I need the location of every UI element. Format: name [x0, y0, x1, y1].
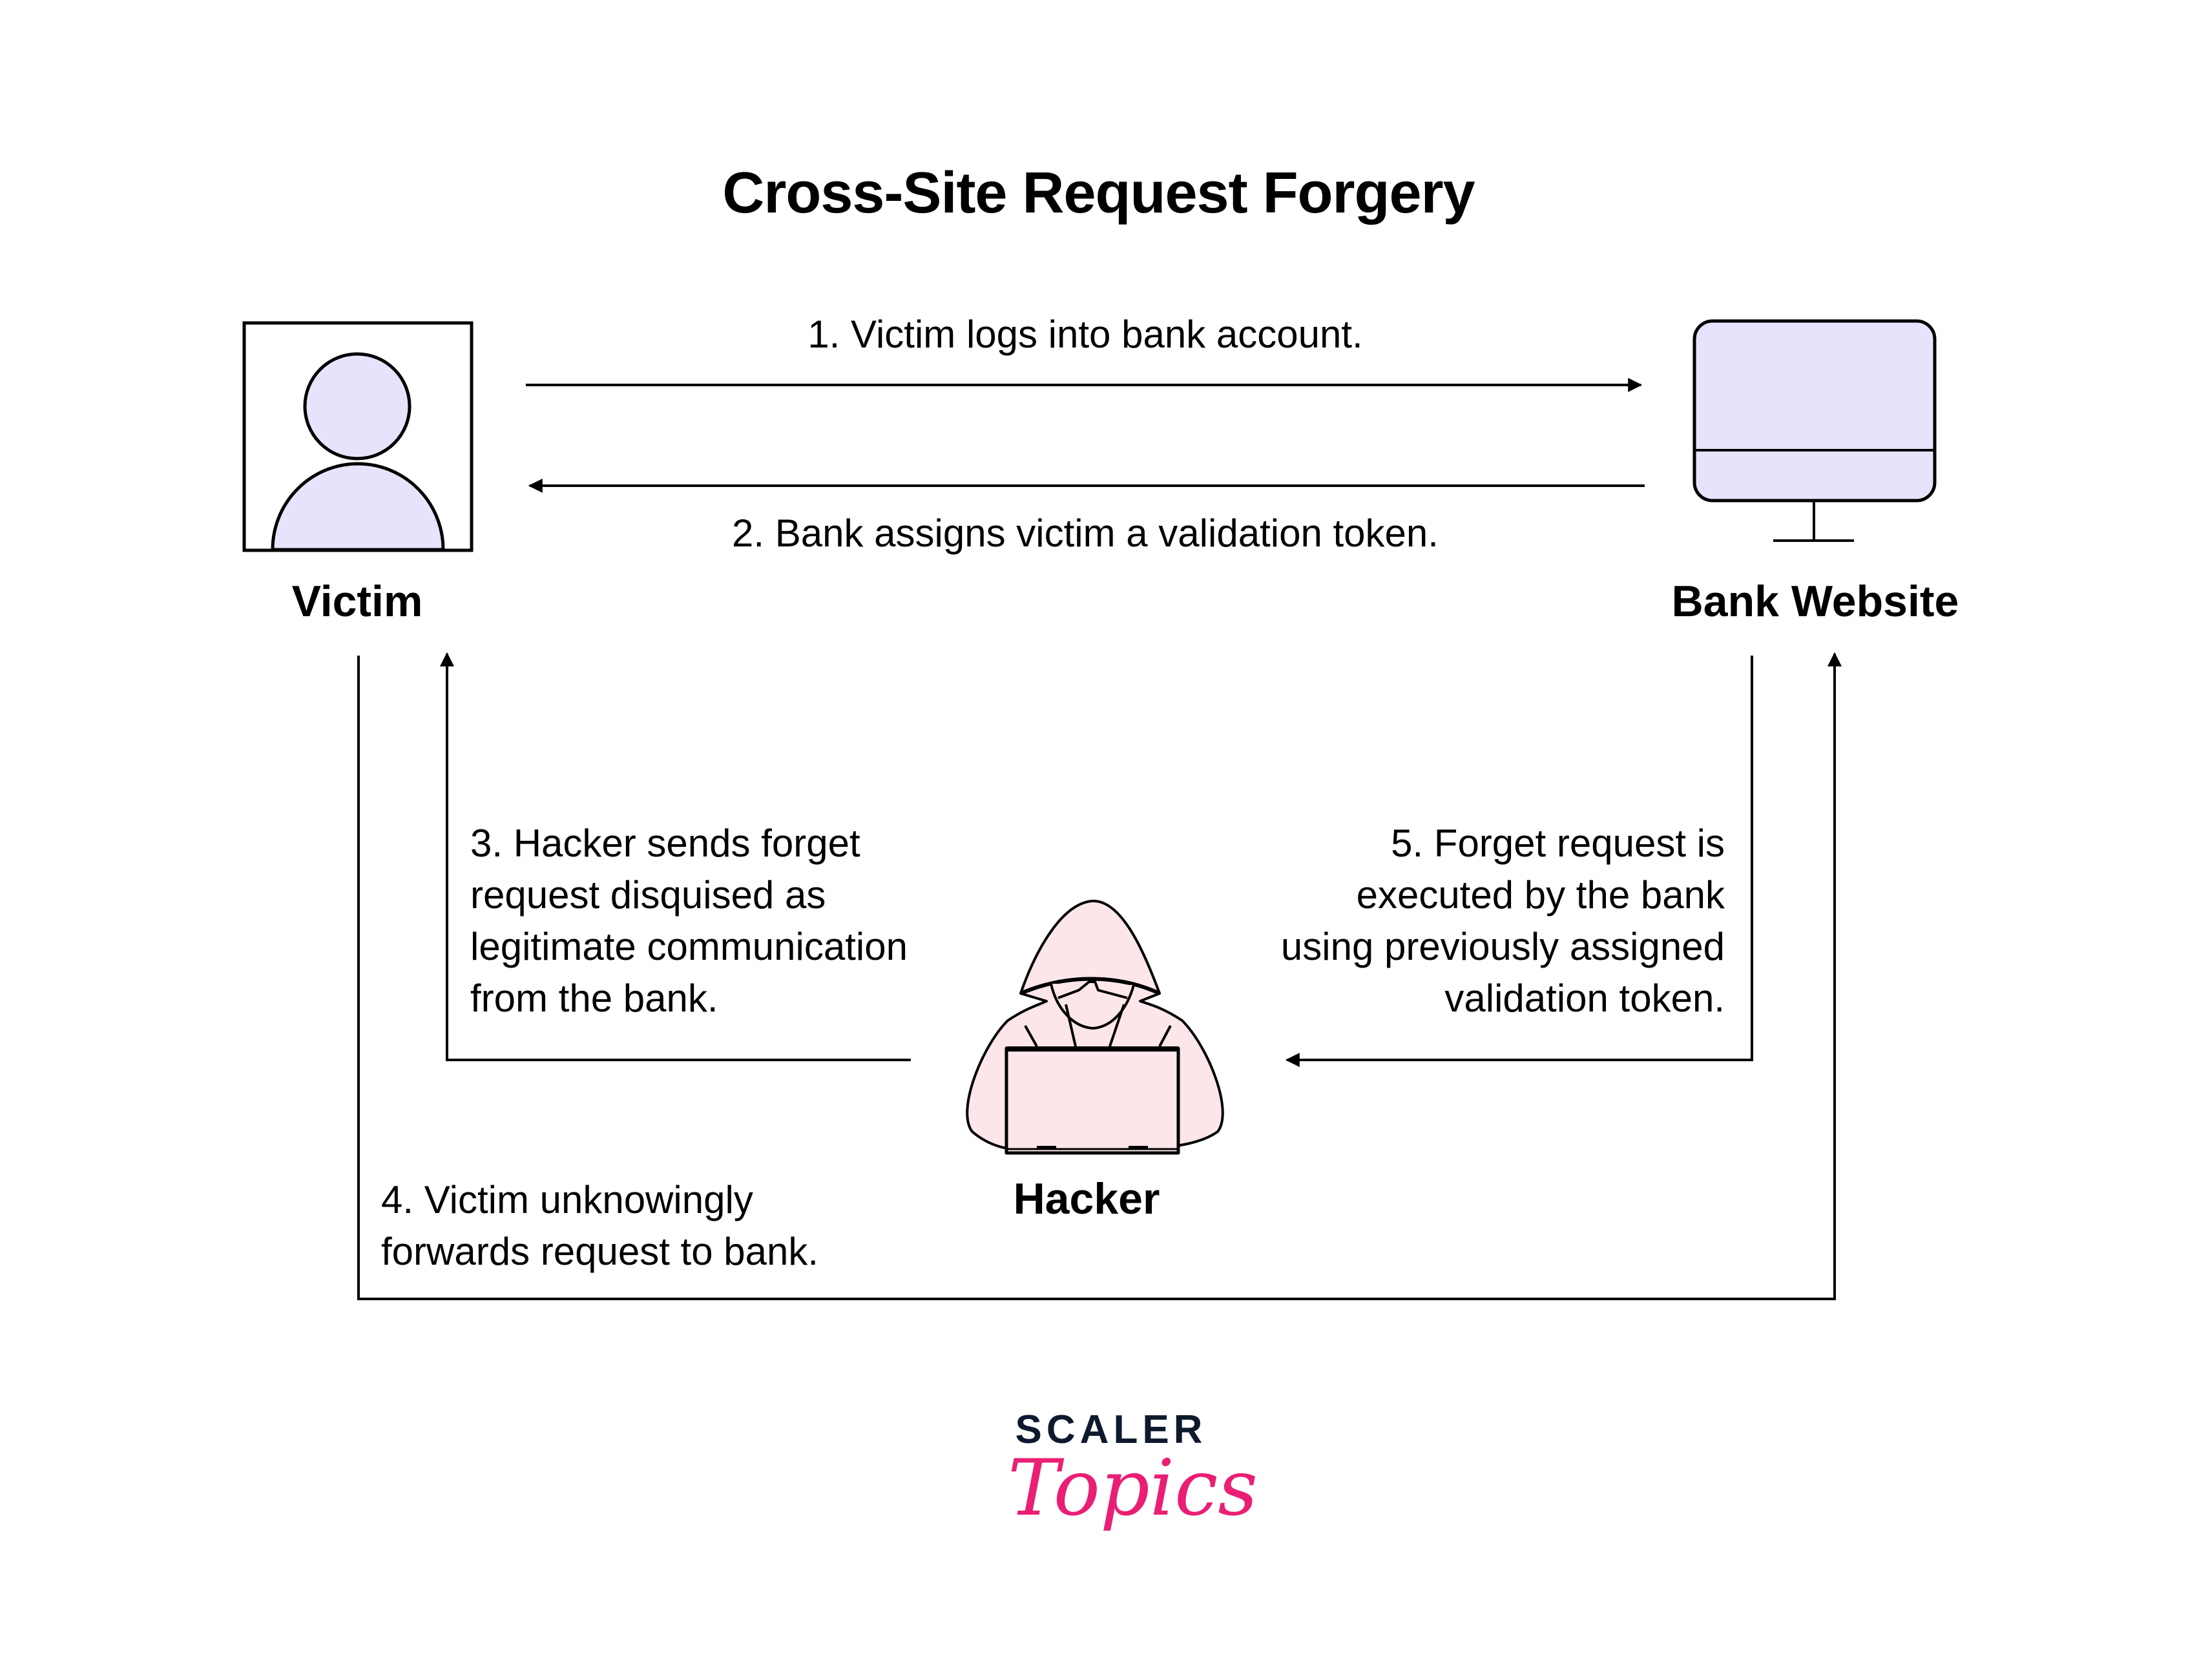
arrow-step-5 — [1285, 656, 1753, 1067]
hacker-hood-rim — [1019, 977, 1161, 995]
step-3-label: 3. Hacker sends forget request disquised… — [470, 818, 908, 1024]
step-3-line: legitimate communication — [470, 925, 908, 968]
hacker-label: Hacker — [1013, 1174, 1160, 1223]
diagram-title: Cross-Site Request Forgery — [722, 161, 1475, 225]
step-5-line: using previously assigned — [1280, 925, 1725, 968]
victim-head — [303, 352, 411, 461]
step-3-line: request disquised as — [470, 873, 826, 917]
step-5-label: 5. Forget request is executed by the ban… — [1214, 818, 1725, 1024]
step-4-line: 4. Victim unknowingly — [381, 1178, 753, 1221]
step-5-line: validation token. — [1444, 977, 1725, 1020]
bank-monitor-icon — [1692, 319, 1937, 542]
victim-body — [271, 462, 445, 552]
step-5-line: 5. Forget request is — [1391, 822, 1725, 865]
step-2-label: 2. Bank assigns victim a validation toke… — [581, 508, 1589, 559]
step-1-label: 1. Victim logs into bank account. — [646, 309, 1525, 360]
arrow-step-4 — [357, 652, 1842, 1300]
bank-website-label: Bank Website — [1671, 577, 1959, 626]
hacker-icon — [966, 899, 1224, 1155]
victim-label: Victim — [291, 577, 423, 626]
step-4-line: forwards request to bank. — [381, 1230, 819, 1273]
logo-topics-text: Topics — [1008, 1444, 1258, 1533]
step-1-line: 1. Victim logs into bank account. — [807, 313, 1363, 356]
victim-person-icon — [242, 321, 474, 552]
step-3-line: from the bank. — [470, 977, 718, 1020]
monitor-screen — [1692, 319, 1937, 503]
hacker-laptop — [1005, 1046, 1180, 1155]
hacker-hoodie-folds — [1024, 1004, 1172, 1047]
step-2-line: 2. Bank assigns victim a validation toke… — [732, 512, 1439, 555]
arrow-step-3 — [440, 652, 911, 1061]
logo-scaler-text: SCALER — [1015, 1407, 1207, 1452]
step-4-label: 4. Victim unknowingly forwards request t… — [381, 1174, 818, 1278]
step-5-line: executed by the bank — [1356, 873, 1725, 917]
step-3-line: 3. Hacker sends forget — [470, 822, 860, 865]
hacker-mask — [1057, 980, 1128, 999]
